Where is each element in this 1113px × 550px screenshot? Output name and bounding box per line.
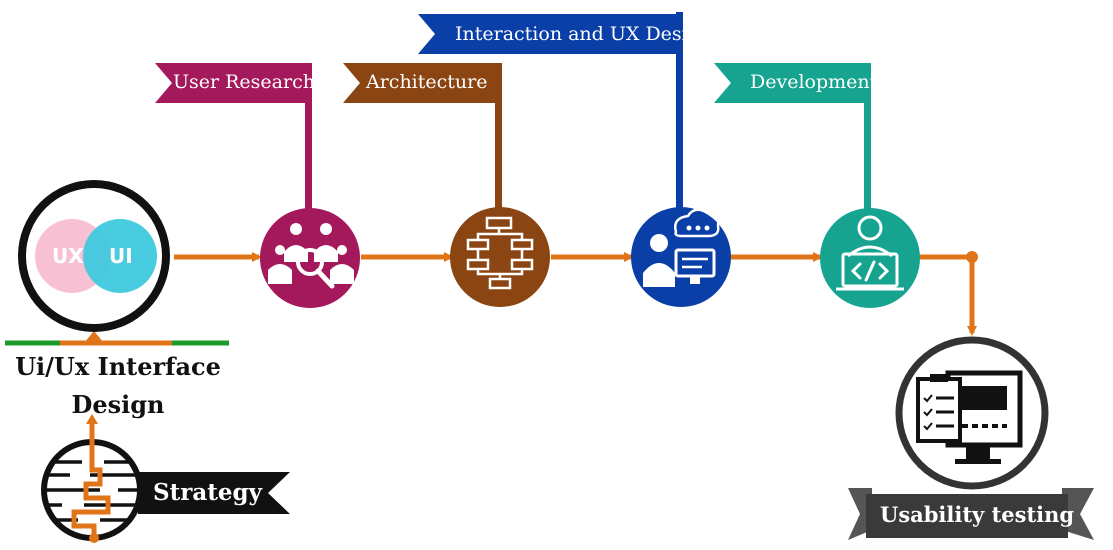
flag-label-interaction: Interaction and UX Desing bbox=[455, 23, 713, 45]
flag-label-user-research: User Research bbox=[173, 71, 315, 93]
interaction-flag bbox=[418, 14, 676, 54]
arrow-development-to-testing bbox=[920, 254, 977, 336]
usability-label: Usability testing bbox=[880, 502, 1075, 527]
venn-ui-circle bbox=[83, 219, 157, 293]
team-search-icon bbox=[260, 208, 360, 308]
arrow-joint-dot bbox=[966, 251, 978, 263]
flowchart-icon bbox=[450, 207, 550, 307]
page-title-line1: Ui/Ux Interface bbox=[15, 352, 221, 381]
user-research-flag bbox=[155, 63, 305, 103]
venn-ui-label: UI bbox=[109, 244, 133, 268]
strategy-label: Strategy bbox=[153, 479, 262, 506]
baseline-arrow-tip bbox=[84, 331, 104, 343]
development-pole bbox=[864, 63, 871, 213]
page-title: Ui/Ux Interface Design bbox=[0, 348, 236, 425]
strategy-banner bbox=[138, 472, 290, 514]
developer-code-icon bbox=[820, 208, 920, 308]
page-title-line2: Design bbox=[71, 390, 165, 420]
user-research-pole bbox=[305, 63, 312, 215]
usability-banner-fold-right bbox=[1062, 488, 1094, 540]
interaction-pole bbox=[676, 12, 683, 212]
development-flag bbox=[714, 63, 864, 103]
user-feedback-icon bbox=[631, 207, 731, 307]
flag-label-architecture: Architecture bbox=[366, 71, 488, 93]
architecture-flag bbox=[343, 63, 495, 103]
venn-ux-label: UX bbox=[52, 244, 84, 268]
flag-label-development: Development bbox=[750, 71, 878, 93]
maze-icon bbox=[41, 414, 143, 543]
checklist-monitor-icon bbox=[895, 336, 1049, 490]
architecture-pole bbox=[495, 63, 502, 215]
usability-banner bbox=[866, 494, 1068, 538]
